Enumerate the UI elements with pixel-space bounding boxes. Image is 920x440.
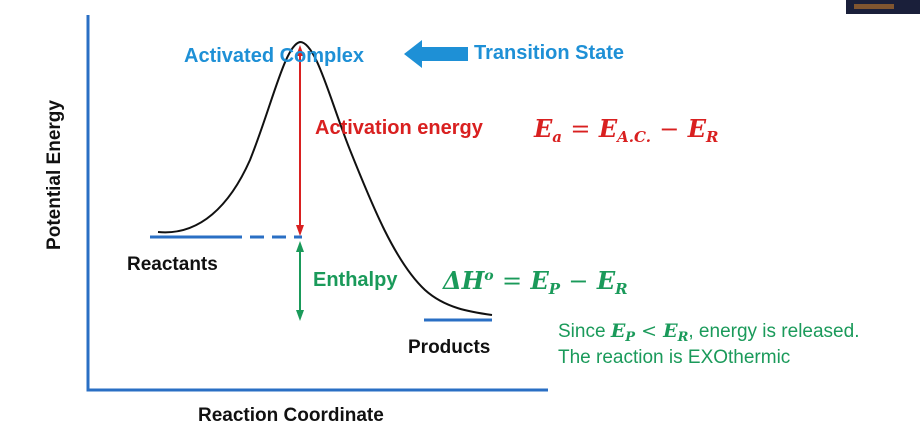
enthalpy-arrow-bottom-head [296,310,304,321]
activated-complex-label: Activated Complex [184,45,365,67]
enthalpy-label: Enthalpy [313,269,398,291]
transition-state-label: Transition State [474,42,625,64]
activation-arrow-top-head [296,45,304,56]
axes [86,15,548,392]
activation-energy-label: Activation energy [315,117,483,139]
reactants-label: Reactants [127,254,218,275]
enthalpy-equation: ΔHo = EP − ER [443,266,628,298]
transition-state-arrow [404,40,468,68]
products-label: Products [408,337,491,358]
activation-energy-equation: Ea = EA.C. − ER [534,114,719,146]
exothermic-note-line2: The reaction is EXOthermic [558,347,791,368]
video-thumbnail [846,0,920,14]
x-axis-label: Reaction Coordinate [198,405,384,426]
energy-curve [157,40,493,316]
enthalpy-arrow-top-head [296,241,304,252]
exothermic-note-line1: Since EP < ER, energy is released. [558,320,860,345]
y-axis-label: Potential Energy [44,100,65,250]
activation-arrow-bottom-head [296,225,304,236]
